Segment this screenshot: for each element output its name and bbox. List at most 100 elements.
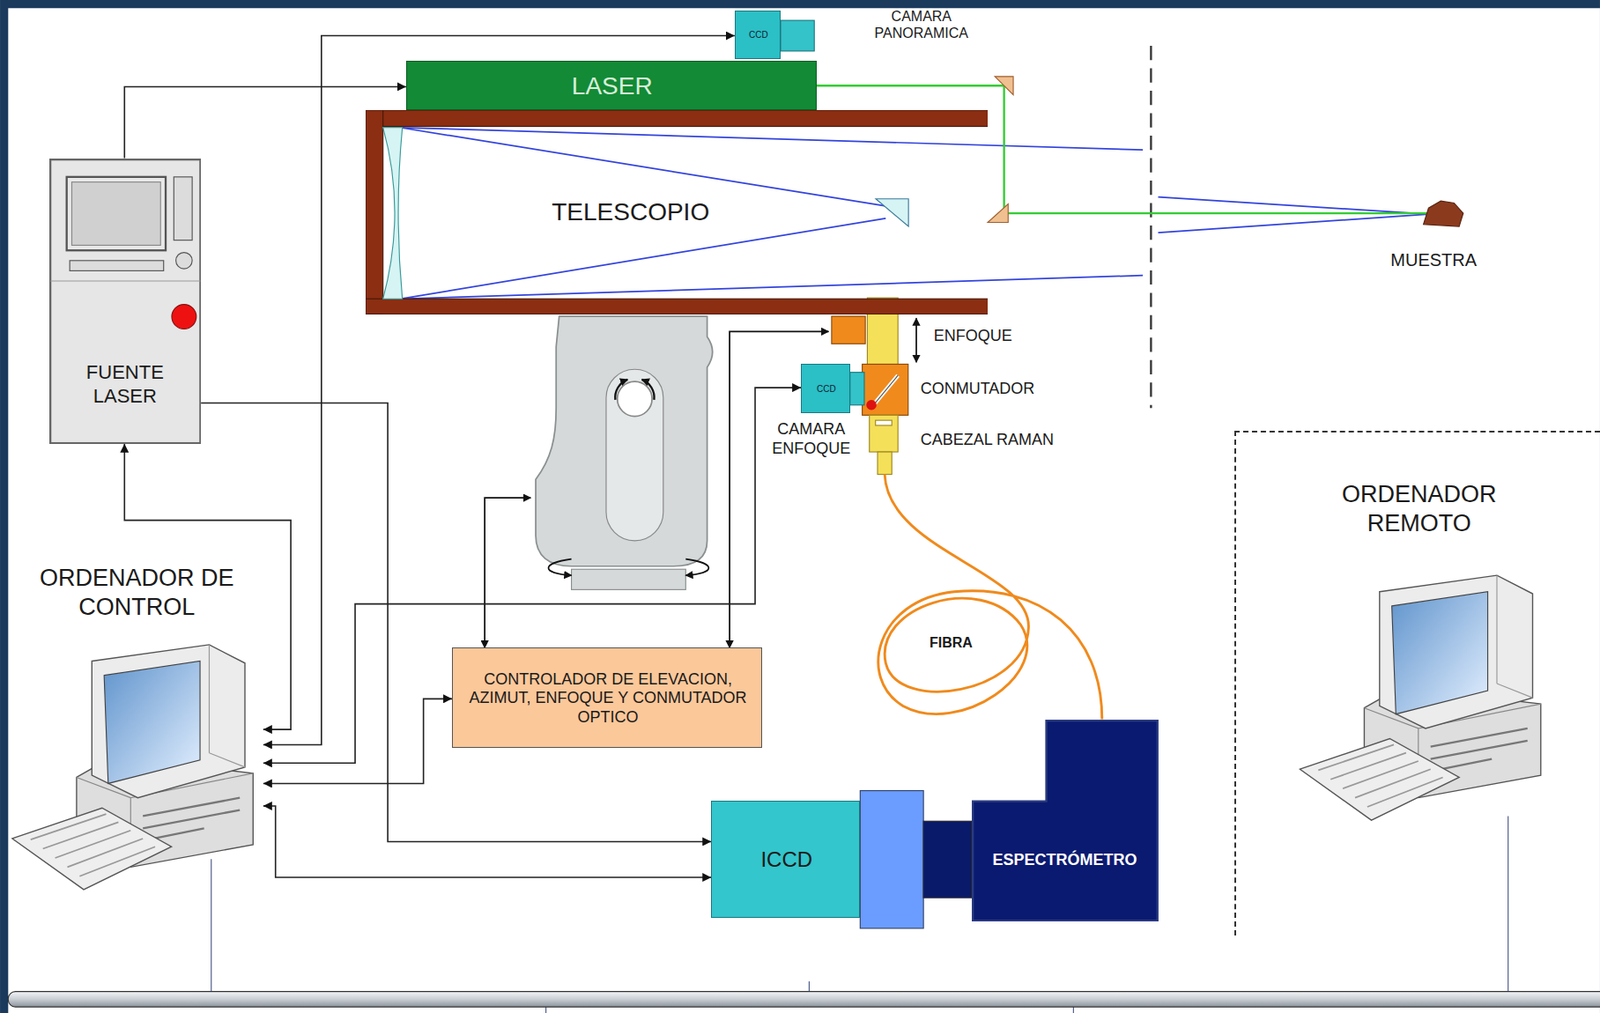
window-line bbox=[1149, 45, 1152, 408]
focus-assembly bbox=[875, 420, 893, 426]
telescope-tube: TELESCOPIO bbox=[365, 110, 988, 315]
computer-icon bbox=[1299, 575, 1541, 821]
optical-beams bbox=[1157, 214, 1429, 233]
node-text: LASER bbox=[571, 71, 653, 102]
telescope-mount bbox=[548, 559, 572, 577]
spectrometer-outline bbox=[972, 720, 1158, 921]
spectrometer-port bbox=[923, 821, 971, 898]
telescope-mount bbox=[535, 316, 713, 590]
optical-beams bbox=[400, 127, 886, 207]
node-text: TELESCOPIO bbox=[551, 197, 710, 228]
fiber-label: FIBRA bbox=[926, 634, 976, 652]
node-text: ORDENADOR DE CONTROL bbox=[22, 563, 252, 622]
laser-source: FUENTE LASER bbox=[49, 158, 202, 445]
remote-computer: ORDENADOR REMOTO bbox=[1234, 430, 1600, 936]
telescope-tube-outline bbox=[365, 298, 988, 314]
node-text: ESPECTRÓMETRO bbox=[992, 851, 1138, 871]
camera-label: CAMARA PANORAMICA bbox=[861, 7, 981, 42]
laser-source-outline bbox=[173, 176, 193, 240]
text-area: TELESCOPIO bbox=[406, 181, 856, 243]
focus-assembly bbox=[873, 375, 898, 406]
telescope-mount bbox=[641, 379, 654, 400]
laser-source-outline bbox=[50, 159, 200, 444]
optical-beams bbox=[816, 85, 1430, 214]
telescope-mount bbox=[571, 569, 687, 590]
focus-assembly bbox=[877, 451, 892, 475]
beam-mirror bbox=[987, 204, 1008, 223]
optical-fiber bbox=[878, 474, 1103, 720]
optical-beams bbox=[400, 127, 1143, 150]
ccd-camera: CCD bbox=[734, 10, 781, 60]
focus-assembly bbox=[915, 318, 918, 363]
telescope-mount bbox=[614, 379, 628, 400]
focus-assembly bbox=[862, 363, 909, 415]
text-area: CONTROLADOR DE ELEVACION, AZIMUT, ENFOQU… bbox=[452, 648, 763, 749]
camera-label: CAMARA ENFOQUE bbox=[766, 420, 857, 459]
network-bus bbox=[1507, 815, 1509, 992]
laser-source-outline bbox=[71, 181, 161, 245]
camera-lens bbox=[780, 20, 815, 52]
text-area: ESPECTRÓMETRO bbox=[975, 802, 1155, 918]
telescope-tube-outline bbox=[365, 110, 988, 127]
sample-rock bbox=[1423, 200, 1464, 227]
iccd-camera: ICCD bbox=[711, 800, 860, 919]
telescope-mount bbox=[606, 369, 664, 541]
network-bus bbox=[545, 1007, 547, 1013]
beam-mirror bbox=[994, 76, 1014, 96]
ccd-camera: CCD bbox=[800, 363, 851, 414]
optical-beams bbox=[400, 275, 1143, 300]
optical-beams bbox=[400, 218, 886, 299]
laser-source-outline bbox=[171, 303, 197, 329]
node-text: FUENTE LASER bbox=[67, 361, 183, 408]
laser-source-outline bbox=[50, 280, 200, 282]
node-text: CCD bbox=[748, 29, 769, 41]
signal-connector bbox=[263, 387, 801, 763]
laser-source-outline bbox=[66, 176, 165, 250]
text-area: ORDENADOR REMOTO bbox=[1236, 452, 1600, 565]
telescope-mount bbox=[617, 381, 652, 416]
text-area: CCD bbox=[735, 11, 782, 61]
node-text: ICCD bbox=[760, 847, 813, 874]
text-area: CCD bbox=[801, 364, 852, 415]
focus-label: ENFOQUE bbox=[933, 326, 1013, 347]
focus-assembly bbox=[869, 414, 898, 452]
telescope-mount bbox=[685, 559, 709, 577]
focus-assembly bbox=[850, 372, 865, 406]
iccd-coupler bbox=[859, 791, 924, 929]
controller-box: CONTROLADOR DE ELEVACION, AZIMUT, ENFOQU… bbox=[451, 647, 763, 749]
optical-beams bbox=[1157, 197, 1429, 215]
focus-assembly bbox=[866, 400, 877, 411]
computer-icon bbox=[12, 644, 253, 890]
focus-assembly bbox=[831, 316, 866, 344]
laser-source-outline bbox=[69, 259, 164, 271]
signal-connector bbox=[263, 698, 452, 784]
signal-connector bbox=[124, 86, 407, 158]
focus-assembly bbox=[873, 375, 898, 406]
signal-connector bbox=[200, 402, 712, 842]
page-ground bbox=[7, 7, 1600, 1013]
switch-label: CONMUTADOR bbox=[920, 379, 1036, 400]
text-area: ICCD bbox=[711, 801, 861, 919]
network-bus bbox=[7, 992, 1600, 1008]
text-area: FUENTE LASER bbox=[51, 343, 200, 426]
text-area: LASER bbox=[407, 61, 818, 112]
network-bus bbox=[1073, 1007, 1075, 1013]
signal-connector bbox=[263, 36, 735, 746]
telescope-tube-outline bbox=[382, 127, 402, 300]
node-text: CONTROLADOR DE ELEVACION, AZIMUT, ENFOQU… bbox=[458, 670, 758, 728]
telescope-mount bbox=[535, 316, 713, 567]
sample-label: MUESTRA bbox=[1390, 249, 1477, 271]
spectrometer-outline bbox=[971, 719, 1159, 922]
node-text: CCD bbox=[816, 384, 837, 395]
node-text: ORDENADOR REMOTO bbox=[1313, 480, 1526, 538]
text-area: ORDENADOR DE CONTROL bbox=[10, 555, 264, 630]
beam-mirror bbox=[987, 76, 1014, 223]
raman-head-label: CABEZAL RAMAN bbox=[920, 430, 1054, 451]
network-bus bbox=[808, 981, 810, 993]
control-wire bbox=[484, 497, 531, 648]
control-computer: ORDENADOR DE CONTROL bbox=[10, 555, 264, 888]
laser-source-outline bbox=[175, 251, 193, 269]
telescope-tube-outline bbox=[365, 110, 384, 315]
